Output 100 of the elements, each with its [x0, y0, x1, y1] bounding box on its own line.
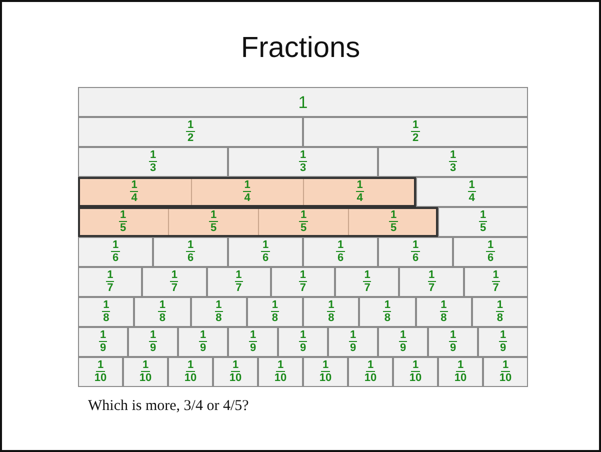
- denominator: 10: [499, 372, 512, 384]
- denominator: 10: [184, 372, 197, 384]
- numerator: 1: [496, 300, 504, 312]
- fraction-piece: [393, 357, 438, 387]
- denominator: 7: [236, 282, 242, 294]
- fraction-piece: [303, 117, 528, 147]
- fraction-piece: [258, 357, 303, 387]
- numerator: 1: [336, 240, 345, 252]
- numerator: 1: [234, 270, 243, 282]
- numerator: 1: [492, 270, 500, 282]
- fraction-piece: [78, 237, 153, 267]
- numerator: 1: [130, 180, 138, 192]
- question-text: Which is more, 3/4 or 4/5?: [88, 398, 249, 415]
- numerator: 1: [299, 210, 308, 222]
- denominator: 8: [328, 312, 334, 324]
- fraction-piece: [78, 327, 128, 357]
- numerator: 1: [448, 330, 458, 342]
- denominator: 2: [412, 132, 419, 144]
- denominator: 6: [262, 252, 269, 264]
- denominator: 9: [250, 342, 256, 354]
- denominator: 3: [150, 162, 156, 174]
- denominator: 9: [100, 342, 106, 354]
- fraction-piece: [78, 117, 303, 147]
- fraction-piece: [416, 297, 472, 327]
- numerator: 1: [389, 210, 398, 222]
- numerator: 1: [363, 270, 372, 282]
- numerator: 1: [298, 150, 308, 162]
- denominator: 9: [500, 342, 506, 354]
- numerator: 1: [276, 360, 285, 372]
- numerator: 1: [170, 270, 178, 282]
- fraction-piece: [78, 357, 123, 387]
- denominator: 10: [94, 372, 107, 384]
- denominator: 9: [300, 342, 306, 354]
- denominator: 7: [428, 282, 435, 294]
- fraction-piece: [78, 267, 142, 297]
- denominator: 9: [400, 342, 406, 354]
- numerator: 1: [327, 300, 336, 312]
- numerator: 1: [148, 150, 158, 162]
- denominator: 6: [187, 252, 194, 264]
- numerator: 1: [198, 330, 208, 342]
- numerator: 1: [158, 300, 166, 312]
- numerator: 1: [186, 240, 195, 252]
- fraction-piece: [153, 237, 228, 267]
- denominator: 5: [300, 222, 307, 234]
- denominator: 6: [337, 252, 344, 264]
- fraction-piece: [453, 237, 528, 267]
- fraction-piece: [178, 327, 228, 357]
- numerator: 1: [298, 330, 308, 342]
- fraction-piece: [134, 297, 190, 327]
- fraction-piece: [213, 357, 258, 387]
- denominator: 8: [103, 312, 110, 324]
- fraction-piece: [478, 327, 528, 357]
- numerator: 1: [186, 360, 195, 372]
- fraction-piece: [378, 327, 428, 357]
- numerator: 1: [102, 300, 110, 312]
- numerator: 1: [428, 270, 436, 282]
- numerator: 1: [141, 360, 150, 372]
- numerator: 1: [106, 270, 114, 282]
- fraction-piece: [348, 357, 393, 387]
- numerator: 1: [243, 180, 252, 192]
- denominator: 8: [496, 312, 503, 324]
- fraction-piece: [206, 267, 271, 297]
- denominator: 5: [210, 222, 217, 234]
- denominator: 10: [409, 372, 422, 384]
- fraction-piece: [472, 297, 528, 327]
- fraction-piece: [335, 267, 400, 297]
- numerator: 1: [398, 330, 408, 342]
- highlighted-band: [78, 177, 416, 207]
- numerator: 1: [411, 120, 420, 132]
- denominator: 6: [487, 252, 494, 264]
- denominator: 4: [244, 192, 250, 204]
- whole-label: 1: [298, 94, 308, 110]
- numerator: 1: [270, 300, 279, 312]
- denominator: 4: [356, 192, 363, 204]
- fraction-piece: [78, 297, 134, 327]
- numerator: 1: [348, 330, 358, 342]
- denominator: 8: [159, 312, 166, 324]
- fraction-piece: [359, 297, 416, 327]
- fraction-piece: [416, 177, 528, 207]
- fraction-piece: [378, 147, 528, 177]
- denominator: 7: [300, 282, 306, 294]
- numerator: 1: [321, 360, 330, 372]
- numerator: 1: [468, 180, 476, 192]
- numerator: 1: [118, 210, 128, 222]
- denominator: 3: [300, 162, 306, 174]
- fraction-piece: [438, 207, 528, 237]
- denominator: 10: [229, 372, 242, 384]
- fraction-piece: [303, 237, 378, 267]
- numerator: 1: [478, 210, 488, 222]
- fraction-piece: [123, 357, 168, 387]
- numerator: 1: [148, 330, 158, 342]
- denominator: 7: [364, 282, 370, 294]
- fraction-piece: [483, 357, 528, 387]
- numerator: 1: [186, 120, 195, 132]
- denominator: 8: [272, 312, 278, 324]
- numerator: 1: [456, 360, 465, 372]
- title: Fractions: [240, 34, 362, 63]
- fraction-piece: [303, 297, 360, 327]
- numerator: 1: [261, 240, 270, 252]
- fraction-piece: [190, 297, 247, 327]
